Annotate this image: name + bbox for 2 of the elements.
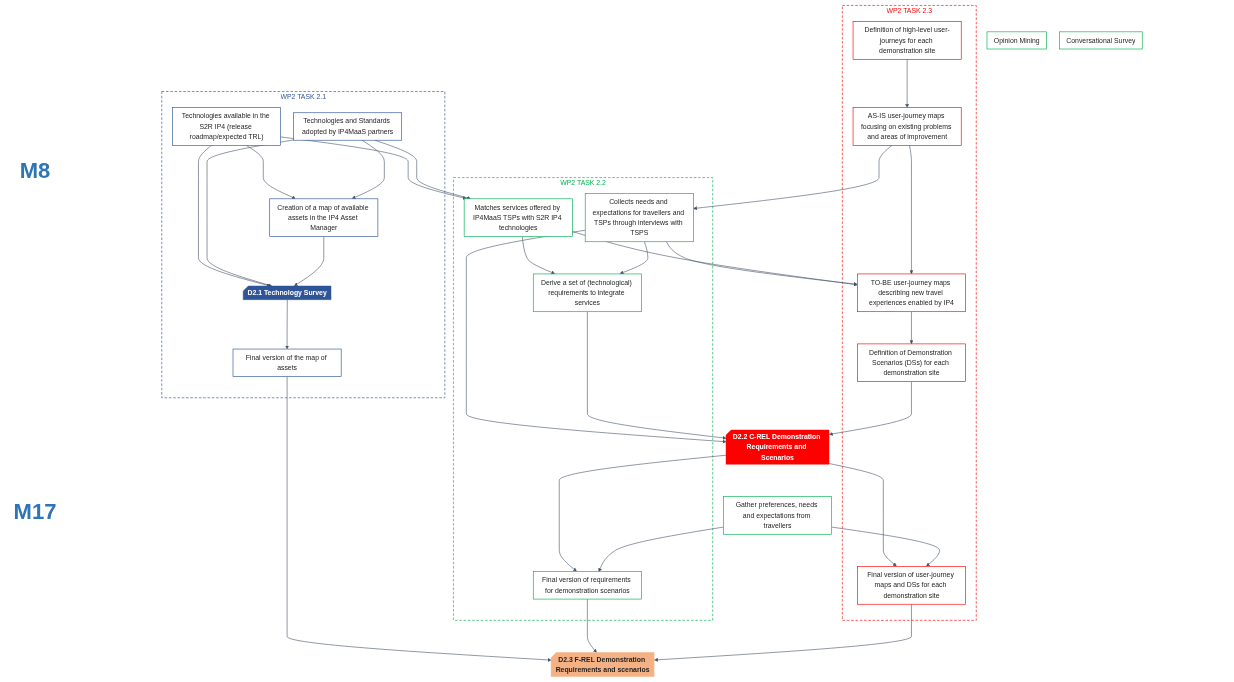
milestone-label: M8 — [19, 157, 51, 184]
milestone-label: M17 — [13, 498, 57, 525]
